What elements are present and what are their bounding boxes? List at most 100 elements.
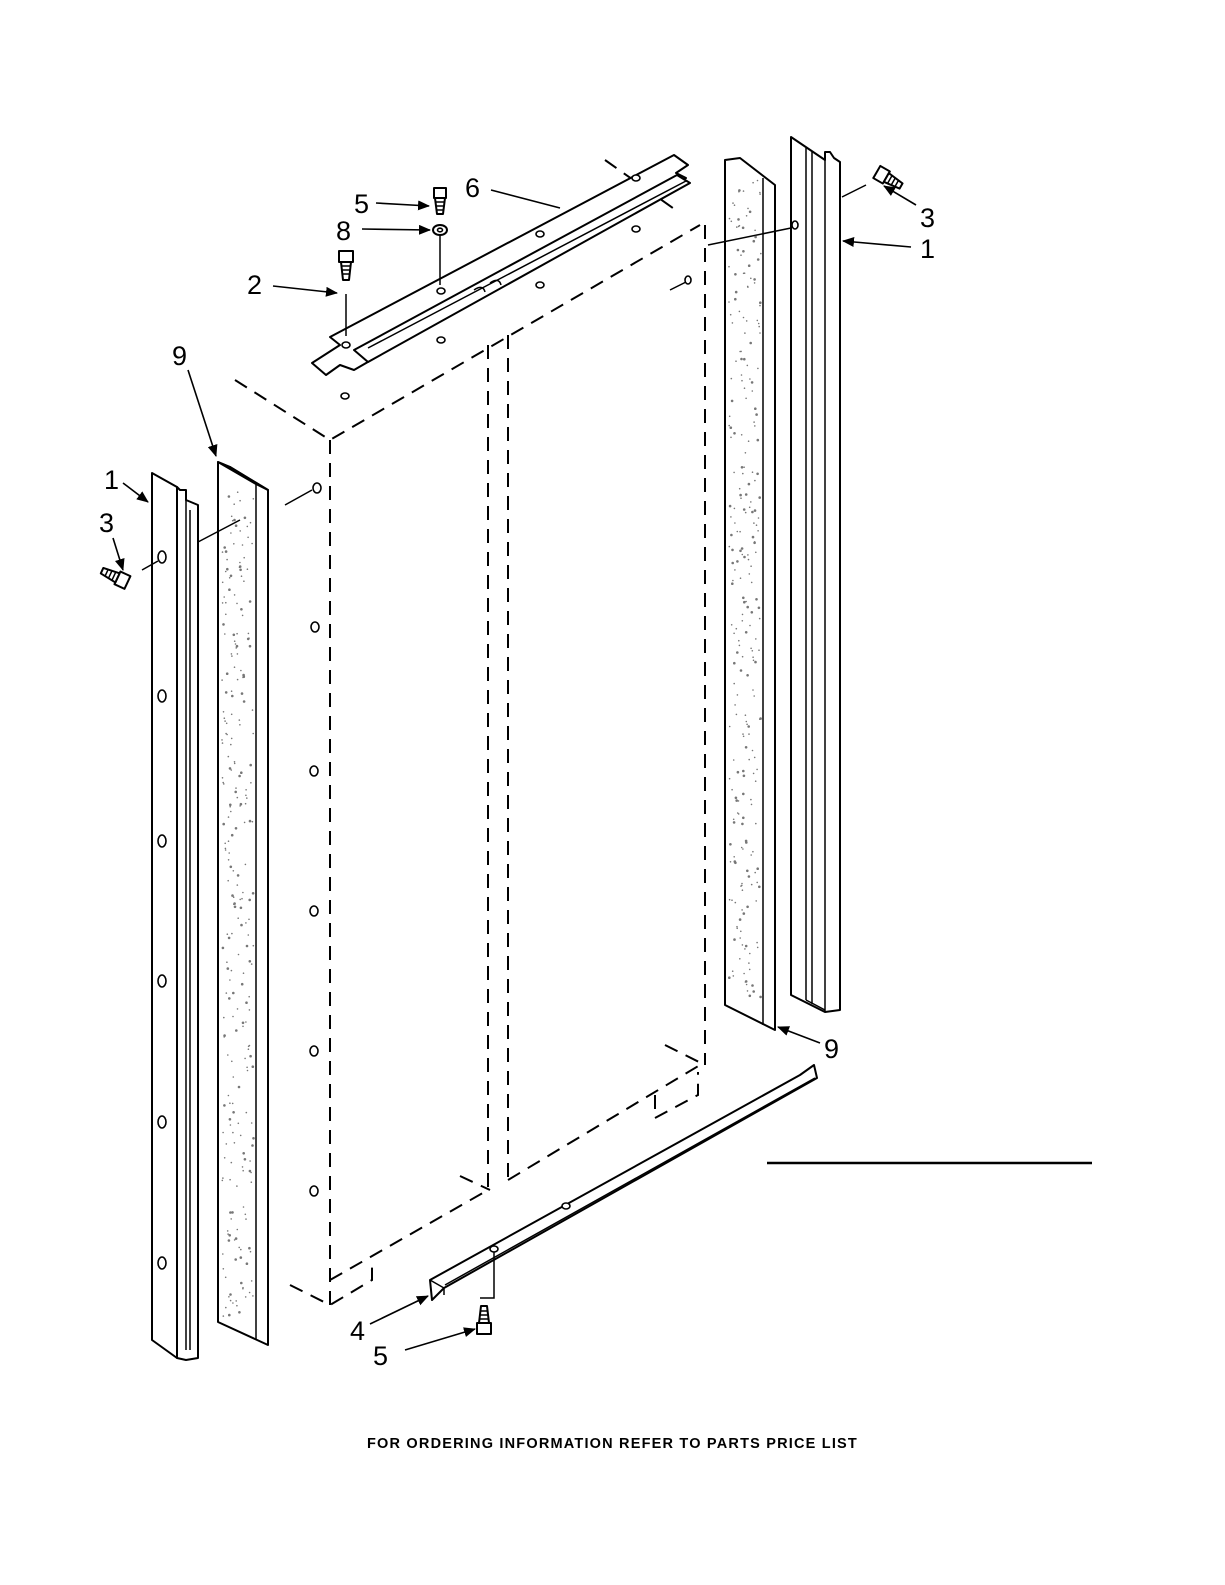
foam-speck (242, 615, 244, 617)
foam-speck (752, 471, 754, 473)
foam-speck (728, 425, 730, 427)
foam-speck (232, 1103, 234, 1105)
side-channel-right-part-1[interactable] (791, 137, 840, 1012)
foam-speck (229, 1211, 232, 1214)
foam-speck (221, 679, 223, 681)
foam-speck (734, 204, 736, 206)
foam-speck (248, 1247, 251, 1250)
foam-speck (754, 480, 756, 482)
foam-speck (752, 536, 755, 539)
foam-speck (238, 1123, 240, 1125)
foam-speck (745, 452, 747, 454)
foam-speck (739, 550, 742, 553)
foam-speck (243, 580, 245, 582)
foam-speck (246, 1067, 248, 1069)
foam-speck (742, 733, 744, 735)
foam-speck (754, 872, 756, 874)
foam-speck (242, 674, 245, 677)
foam-speck (733, 662, 736, 665)
foam-speck (742, 554, 744, 556)
foam-speck (746, 215, 748, 217)
foam-speck (748, 733, 750, 735)
foam-speck (222, 947, 225, 950)
foam-speck (222, 1180, 224, 1182)
foam-speck (738, 813, 740, 815)
foam-speck (746, 984, 748, 986)
foam-speck (748, 962, 750, 964)
foam-speck (231, 690, 233, 692)
side-channel-left-part-1[interactable] (152, 473, 198, 1360)
screw-icon[interactable] (434, 188, 446, 285)
foam-speck (756, 942, 758, 944)
foam-speck (752, 750, 754, 752)
foam-speck (252, 1137, 255, 1140)
foam-speck (225, 614, 227, 616)
screw-icon[interactable] (99, 564, 130, 589)
callout-3-right: 3 (920, 203, 935, 233)
foam-speck (746, 870, 749, 873)
foam-speck (737, 218, 740, 221)
foam-speck (743, 973, 745, 975)
foam-speck (744, 332, 746, 334)
foam-speck (739, 488, 741, 490)
foam-speck (729, 218, 731, 220)
foam-speck (223, 546, 226, 549)
foam-speck (236, 1305, 238, 1307)
foam-strip-left-part-9[interactable] (198, 462, 268, 1345)
foam-speck (250, 1251, 252, 1253)
screw-icon[interactable] (477, 1306, 491, 1334)
foam-speck (233, 902, 236, 905)
callout-1-right: 1 (920, 234, 935, 264)
foam-speck (736, 226, 738, 228)
foam-speck (739, 494, 742, 497)
foam-speck (746, 724, 748, 726)
foam-speck (757, 439, 760, 442)
foam-speck (745, 714, 747, 716)
foam-speck (235, 643, 237, 645)
foam-speck (756, 524, 758, 526)
foam-speck (230, 1218, 232, 1220)
foam-speck (747, 990, 749, 992)
foam-speck (242, 892, 244, 894)
foam-speck (240, 1282, 243, 1285)
foam-speck (729, 843, 732, 846)
foam-speck (747, 286, 749, 288)
foam-speck (231, 933, 233, 935)
foam-speck (739, 918, 742, 921)
foam-speck (228, 756, 230, 758)
foam-speck (757, 947, 759, 949)
cabinet-outline (235, 160, 705, 1305)
foam-speck (230, 1300, 232, 1302)
foam-speck (752, 656, 754, 658)
foam-speck (231, 769, 233, 771)
foam-speck (228, 852, 230, 854)
foam-speck (753, 421, 755, 423)
foam-speck (225, 602, 227, 604)
foam-speck (251, 963, 253, 965)
foam-speck (729, 899, 731, 901)
foam-speck (740, 669, 743, 672)
foam-speck (229, 1118, 232, 1121)
foam-speck (252, 892, 255, 895)
foam-speck (228, 859, 230, 861)
foam-speck (735, 797, 738, 800)
foam-speck (749, 953, 751, 955)
foam-speck (748, 875, 751, 878)
foam-speck (736, 926, 738, 928)
foam-speck (247, 568, 249, 570)
foam-speck (744, 272, 746, 274)
foam-speck (241, 575, 243, 577)
foam-speck (755, 780, 757, 782)
washer-icon[interactable] (433, 225, 447, 235)
foam-speck (754, 407, 757, 410)
foam-speck (228, 588, 231, 591)
foam-speck (733, 759, 735, 761)
foam-strip-right-part-9[interactable] (708, 158, 791, 1030)
foam-speck (757, 180, 759, 182)
foam-speck (252, 1065, 255, 1068)
foam-speck (222, 742, 224, 744)
foam-speck (223, 596, 225, 598)
foam-speck (753, 522, 755, 524)
foam-speck (223, 1104, 226, 1107)
screw-icon[interactable] (339, 251, 353, 336)
